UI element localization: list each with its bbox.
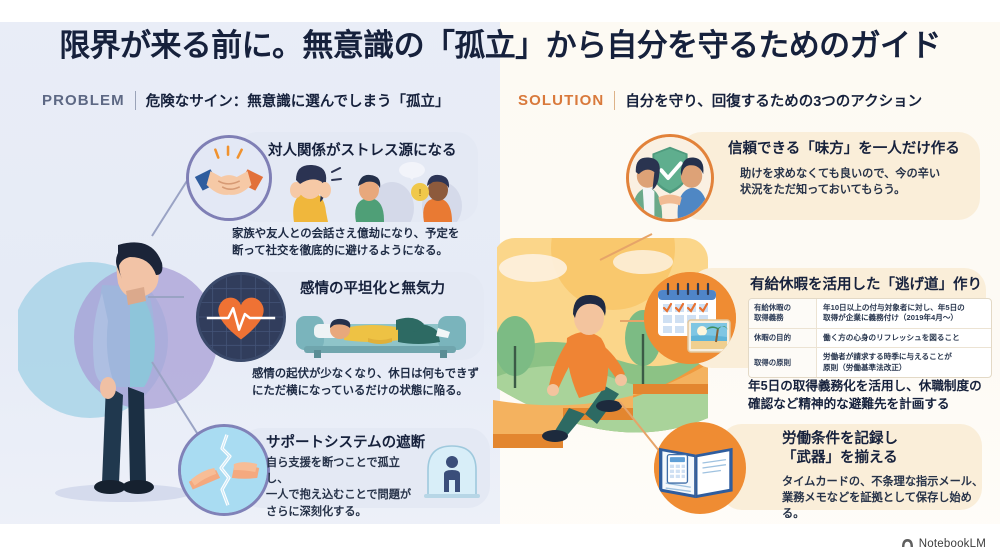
connector-line: [151, 361, 205, 445]
shield-people-icon: [626, 134, 714, 222]
solution-card-3: [720, 424, 982, 510]
problem-card-1-title: 対人関係がストレス源になる: [268, 143, 457, 159]
brand-footer: NotebookLM: [901, 537, 986, 550]
notebooklm-logo-icon: [901, 539, 913, 547]
table-cell-key: 有給休暇の 取得義務: [749, 299, 817, 328]
problem-section-header: PROBLEM 危険なサイン：無意識に選んでしまう「孤立」: [42, 90, 449, 111]
table-cell-key: 休暇の目的: [749, 328, 817, 348]
calendar-beach-icon: [644, 272, 736, 364]
problem-card-2-title-wrap: 感情の平坦化と無気力: [300, 280, 490, 299]
solution-card-1-caption: 助けを求めなくても良いので、今の辛い 状況をただ知っておいてもらう。: [740, 168, 941, 197]
solution-card-1-title-wrap: 信頼できる「味方」を一人だけ作る: [728, 140, 978, 159]
handshake-icon: [186, 135, 272, 221]
problem-kicker: PROBLEM: [42, 92, 125, 109]
table-row: 取得の原則 労働者が請求する時季に与えることが 原則（労働基準法改正）: [749, 348, 991, 378]
solution-kicker: SOLUTION: [518, 92, 605, 109]
heart-pulse-icon: [196, 272, 286, 362]
person-under-dome-icon: [424, 445, 480, 498]
brand-name: NotebookLM: [918, 537, 986, 550]
problem-card-1-title-wrap: 対人関係がストレス源になる: [268, 142, 478, 161]
problem-card-3-caption: 自ら支援を断つことで孤立し、 一人で抱え込むことで問題が さらに深刻化する。: [266, 457, 412, 518]
solution-card-1: [680, 132, 980, 220]
table-cell-value: 労働者が請求する時季に与えることが 原則（労働基準法改正）: [823, 352, 952, 372]
problem-card-3-title-wrap: サポートシステムの遮断: [266, 434, 456, 453]
solution-card-3-caption: タイムカードの、不条理な指示メール、 業務メモなどを証拠として保存し始める。: [782, 476, 984, 521]
problem-card-3-title: サポートシステムの遮断: [266, 435, 426, 451]
solution-card-1-title: 信頼できる「味方」を一人だけ作る: [728, 141, 960, 157]
solution-subtitle: 自分を守り、回復するための3つのアクション: [625, 94, 923, 110]
header-divider: [134, 91, 136, 110]
climbing-stairs-illustration: [493, 238, 708, 448]
table-cell-value: 働く方の心身のリフレッシュを図ること: [823, 332, 960, 342]
person-lying-on-sofa-illustration: [296, 316, 466, 358]
connector-line: [599, 233, 653, 261]
problem-card-1-caption: 家族や友人との会話さえ億劫になり、予定を 断って社交を徹底的に避けるようになる。: [232, 228, 460, 258]
table-cell-key: 取得の原則: [749, 348, 817, 378]
open-book-icon: [654, 422, 746, 514]
bottom-white-band: [0, 524, 1000, 558]
solution-card-3-title-wrap: 労働条件を記録し 「武器」を揃える: [782, 430, 992, 468]
connector-line: [148, 296, 184, 298]
broken-hands-icon: [178, 424, 270, 516]
solution-section-header: SOLUTION 自分を守り、回復するための3つのアクション: [518, 90, 922, 111]
solution-card-2-title-wrap: 有給休暇を活用した「逃げ道」作り: [750, 276, 990, 295]
dejected-person-illustration: [18, 242, 218, 502]
table-cell-value: 年10日以上の付与対象者に対し、年5日の 取得が企業に義務付け（2019年4月〜…: [823, 303, 965, 323]
top-white-band: [0, 0, 1000, 22]
page-title: 限界が来る前に。無意識の「孤立」から自分を守るためのガイド: [59, 28, 941, 63]
svg-text:!: !: [419, 188, 422, 199]
header-divider: [614, 91, 616, 110]
problem-card-2-title: 感情の平坦化と無気力: [300, 281, 445, 297]
connector-line: [620, 320, 656, 322]
paid-leave-law-table: 有給休暇の 取得義務 年10日以上の付与対象者に対し、年5日の 取得が企業に義務…: [748, 298, 992, 379]
problem-subtitle: 危険なサイン：無意識に選んでしまう「孤立」: [145, 94, 450, 110]
solution-card-2-caption: 年5日の取得義務化を活用し、休職制度の 確認など精神的な避難先を計画する: [748, 379, 982, 412]
problem-card-2-caption: 感情の起伏が少なくなり、休日は何もできず にただ横になっているだけの状態に陥る。: [252, 368, 479, 398]
solution-card-2-title: 有給休暇を活用した「逃げ道」作り: [750, 277, 982, 293]
stressed-people-illustration: !: [290, 162, 462, 222]
table-row: 休暇の目的 働く方の心身のリフレッシュを図ること: [749, 328, 991, 349]
table-row: 有給休暇の 取得義務 年10日以上の付与対象者に対し、年5日の 取得が企業に義務…: [749, 299, 991, 329]
solution-card-3-title: 労働条件を記録し 「武器」を揃える: [782, 431, 898, 466]
